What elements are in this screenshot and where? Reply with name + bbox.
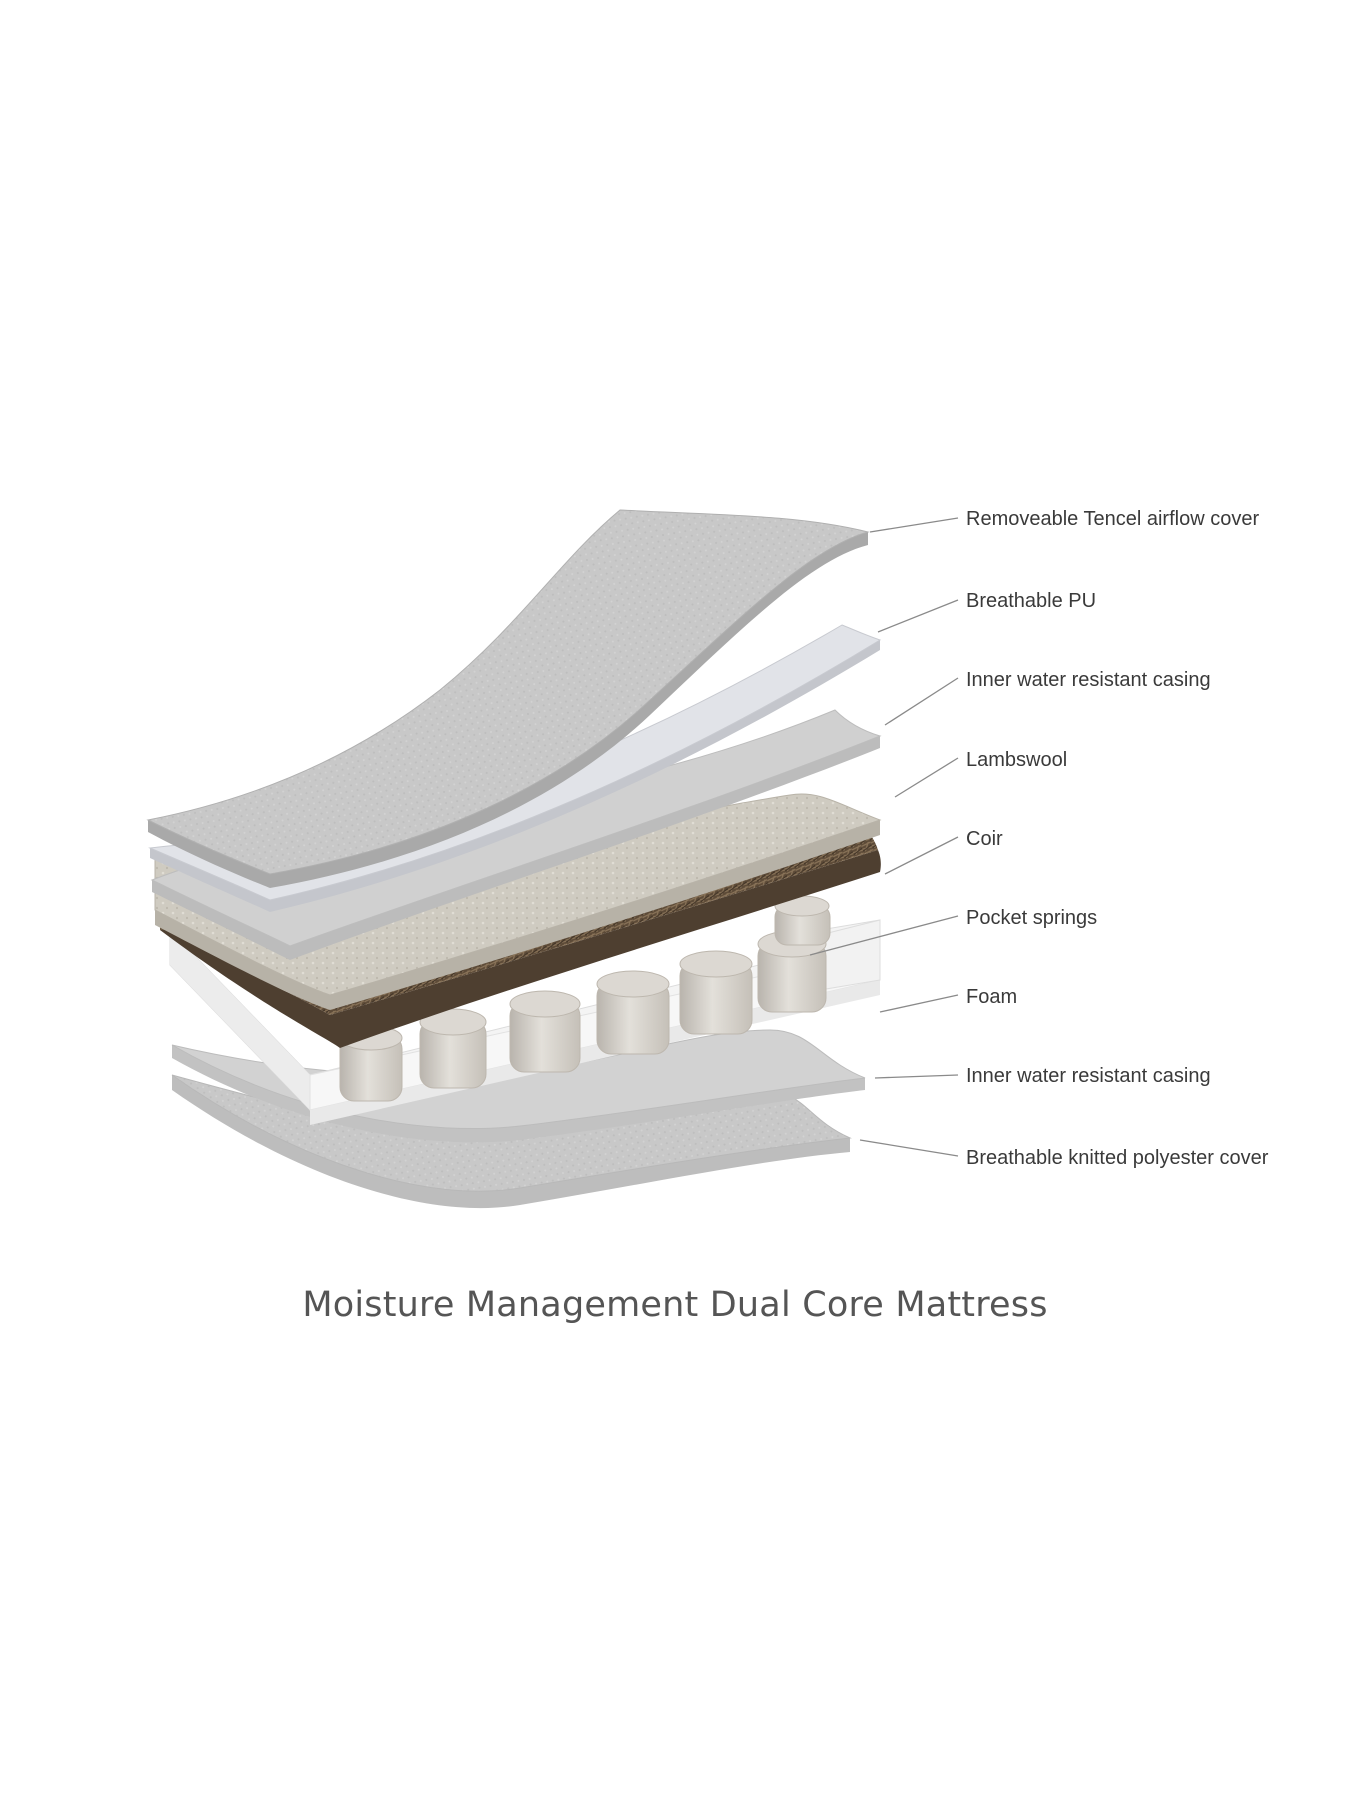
diagram-title: Moisture Management Dual Core Mattress: [302, 1285, 1048, 1325]
leader-lines: [809, 517, 959, 1157]
pocket-spring: [596, 970, 670, 1055]
pocket-spring: [679, 950, 753, 1035]
leader-line: [884, 677, 959, 726]
leader-line: [859, 1139, 959, 1157]
label-inner-water-resistant-casing-upper: Inner water resistant casing: [966, 669, 1211, 691]
callout-labels: Removeable Tencel airflow cover Breathab…: [966, 508, 1269, 1169]
label-breathable-pu: Breathable PU: [966, 590, 1096, 612]
pocket-spring: [774, 895, 831, 946]
leader-line: [874, 1074, 959, 1079]
label-foam: Foam: [966, 986, 1017, 1008]
pocket-spring: [419, 1008, 487, 1089]
label-removeable-tencel-airflow-cover: Removeable Tencel airflow cover: [966, 508, 1259, 530]
label-breathable-knitted-polyester-cover: Breathable knitted polyester cover: [966, 1147, 1269, 1169]
removeable-tencel-airflow-cover-layer: [146, 509, 870, 888]
label-pocket-springs: Pocket springs: [966, 907, 1097, 929]
label-coir: Coir: [966, 828, 1003, 850]
leader-line: [884, 836, 959, 875]
leader-line: [877, 599, 959, 633]
pocket-springs-layer: [339, 895, 831, 1102]
leader-line: [879, 994, 959, 1013]
leader-line: [894, 757, 959, 798]
leader-line: [809, 915, 959, 956]
label-inner-water-resistant-casing-lower: Inner water resistant casing: [966, 1065, 1211, 1087]
label-lambswool: Lambswool: [966, 749, 1067, 771]
pocket-spring: [509, 990, 581, 1073]
leader-line: [869, 517, 959, 533]
